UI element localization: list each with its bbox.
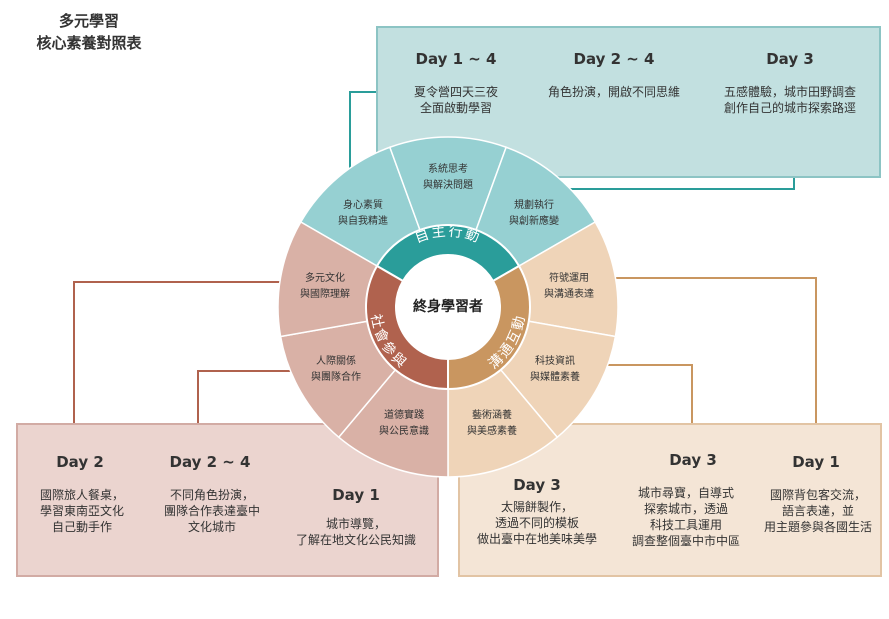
teal-desc-2: 角色扮演，開啟不同思維 (547, 85, 681, 99)
pink-desc-1: 國際旅人餐桌，學習東南亞文化自己動手作 (39, 488, 125, 534)
peach-desc-3: 國際背包客交流，語言表達，並用主題參與各國生活 (763, 488, 873, 534)
pink-day-2: Day 2 ~ 4 (169, 453, 251, 471)
segment-technology-media: 科技資訊與媒體素養 (530, 356, 580, 383)
teal-day-2: Day 2 ~ 4 (573, 50, 655, 68)
connector-line-4 (73, 281, 287, 438)
connector-line-7 (602, 277, 817, 432)
connector-line-5 (197, 370, 313, 438)
pink-day-3: Day 1 (332, 486, 380, 504)
lifelong-learner-label: 終身學習者 (413, 299, 483, 315)
connector-line-8 (581, 364, 693, 433)
segment-interpersonal-teamwork: 人際關係與團隊合作 (311, 356, 361, 383)
segment-moral-civic: 道德實踐與公民意識 (379, 410, 429, 437)
segment-symbolic-communication: 符號運用與溝通表達 (544, 273, 594, 300)
peach-day-3: Day 1 (792, 453, 840, 471)
segment-multicultural: 多元文化與國際理解 (300, 273, 350, 300)
teal-desc-1: 夏令營四天三夜全面啟動學習 (413, 85, 499, 115)
pink-desc-3: 城市導覽，了解在地文化公民知識 (295, 517, 417, 547)
teal-day-3: Day 3 (766, 50, 814, 68)
segment-planning-execution: 規劃執行與創新應變 (509, 200, 559, 227)
peach-desc-2: 城市尋寶，自導式探索城市，透過科技工具運用調查整個臺中市中區 (631, 486, 741, 548)
segment-arts-aesthetics: 藝術涵養與美感素養 (467, 410, 517, 437)
peach-day-2: Day 3 (669, 451, 717, 469)
pink-day-1: Day 2 (56, 453, 104, 471)
segment-physical-mental: 身心素質與自我精進 (338, 200, 388, 227)
pink-desc-2: 不同角色扮演，團隊合作表達臺中文化城市 (163, 488, 261, 534)
teal-desc-3: 五感體驗，城市田野調查創作自己的城市探索路逕 (723, 85, 857, 115)
title-line-2: 核心素養對照表 (36, 34, 142, 52)
teal-day-1: Day 1 ~ 4 (415, 50, 497, 68)
peach-day-1: Day 3 (513, 476, 561, 494)
center-circle (396, 255, 500, 359)
page-title: 多元學習 核心素養對照表 (14, 10, 164, 54)
peach-desc-1: 太陽餅製作，透過不同的模板做出臺中在地美味美學 (476, 500, 598, 546)
title-line-1: 多元學習 (58, 12, 119, 30)
segment-systems-thinking: 系統思考與解決問題 (423, 164, 473, 191)
